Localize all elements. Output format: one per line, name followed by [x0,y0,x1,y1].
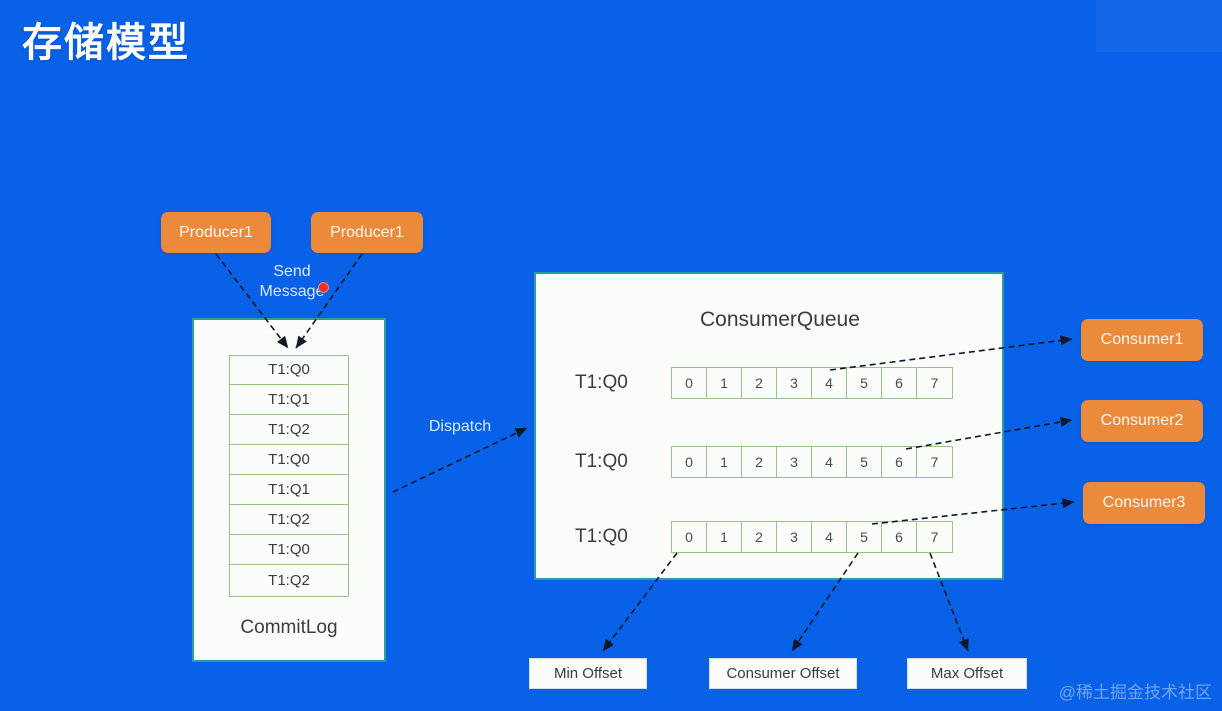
consumer-node-3[interactable]: Consumer3 [1083,482,1205,524]
producer-node-2[interactable]: Producer1 [311,212,423,253]
commitlog-entry: T1:Q1 [229,385,349,415]
queue-cell[interactable]: 0 [672,447,707,477]
queue-cell[interactable]: 1 [707,447,742,477]
consumerqueue-title: ConsumerQueue [700,308,860,331]
queue-cell[interactable]: 6 [882,447,917,477]
queue-cell[interactable]: 0 [672,368,707,398]
commitlog-entry: T1:Q1 [229,475,349,505]
max-offset-box: Max Offset [907,658,1027,689]
consumerqueue-row: T1:Q0 0 1 2 3 4 5 6 7 [575,446,953,478]
queue-cell[interactable]: 2 [742,368,777,398]
queue-cell[interactable]: 5 [847,368,882,398]
consumerqueue-row: T1:Q0 0 1 2 3 4 5 6 7 [575,521,953,553]
producer-node-1-label: Producer1 [179,223,253,241]
queue-cell[interactable]: 7 [930,529,939,545]
consumerqueue-row-label: T1:Q0 [575,451,628,472]
commitlog-entry: T1:Q0 [229,535,349,565]
queue-cell[interactable]: 4 [812,447,847,477]
queue-cell[interactable]: 3 [777,522,812,552]
consumerqueue-row-cells: 0 1 2 3 4 5 6 7 [671,521,953,553]
consumerqueue-row-label: T1:Q0 [575,372,628,393]
queue-cell[interactable]: 7 [930,375,939,391]
consumerqueue-row-label: T1:Q0 [575,526,628,547]
queue-cell[interactable]: 3 [777,447,812,477]
consumerqueue-row-cells: 0 1 2 3 4 5 6 7 [671,446,953,478]
consumer-offset-box: Consumer Offset [709,658,857,689]
commitlog-entry: T1:Q0 [229,445,349,475]
queue-cell[interactable]: 4 [812,368,847,398]
send-message-line-1: Send [273,263,311,280]
queue-cell[interactable]: 7 [930,454,939,470]
background-sheen [1096,0,1222,52]
producer-node-2-label: Producer1 [330,223,404,241]
min-offset-label: Min Offset [553,665,623,682]
queue-cell[interactable]: 2 [742,522,777,552]
consumer-offset-label: Consumer Offset [726,665,840,682]
send-message-label: Send Message [240,262,344,302]
consumer-node-1-label: Consumer1 [1100,331,1184,348]
page-title: 存储模型 [22,21,190,65]
queue-cell[interactable]: 2 [742,447,777,477]
consumer-node-2[interactable]: Consumer2 [1081,400,1203,442]
commitlog-entry-stack [229,355,349,597]
queue-cell[interactable]: 5 [847,522,882,552]
queue-cell[interactable]: 4 [812,522,847,552]
consumer-node-1[interactable]: Consumer1 [1081,319,1203,361]
commitlog-entry: T1:Q2 [229,415,349,445]
producer-node-1[interactable]: Producer1 [161,212,271,253]
consumerqueue-row: T1:Q0 0 1 2 3 4 5 6 7 [575,367,953,399]
watermark: @稀土掘金技术社区 [1058,683,1212,702]
consumerqueue-row-cells: 0 1 2 3 4 5 6 7 [671,367,953,399]
queue-cell[interactable]: 5 [847,447,882,477]
commitlog-entries: T1:Q0 T1:Q1 T1:Q2 T1:Q0 T1:Q1 T1:Q2 T1:Q… [229,355,349,595]
dispatch-label: Dispatch [428,418,492,435]
min-offset-box: Min Offset [529,658,647,689]
commitlog-entry: T1:Q2 [268,571,310,589]
queue-cell[interactable]: 6 [882,522,917,552]
consumer-node-2-label: Consumer2 [1100,412,1184,429]
queue-cell[interactable]: 3 [777,368,812,398]
commitlog-entry: T1:Q2 [229,505,349,535]
queue-cell[interactable]: 6 [882,368,917,398]
commitlog-caption: CommitLog [240,617,338,638]
notification-badge-icon [318,282,329,293]
max-offset-label: Max Offset [930,665,1004,682]
arrow-dispatch [392,427,528,493]
consumer-node-3-label: Consumer3 [1102,494,1186,511]
queue-cell[interactable]: 1 [707,522,742,552]
queue-cell[interactable]: 1 [707,368,742,398]
commitlog-entry: T1:Q0 [229,355,349,385]
queue-cell[interactable]: 0 [672,522,707,552]
